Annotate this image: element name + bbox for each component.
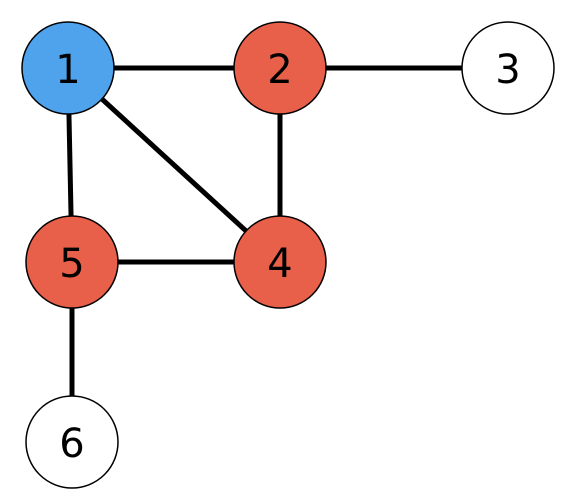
node-4: 4	[233, 215, 327, 309]
nodes-layer: 1 2 3 4 5 6	[21, 21, 555, 489]
node-label-1: 1	[55, 47, 80, 93]
node-1: 1	[21, 21, 115, 115]
node-2: 2	[233, 21, 327, 115]
node-6: 6	[25, 395, 119, 489]
node-5: 5	[25, 215, 119, 309]
node-circle-2	[233, 21, 327, 115]
node-label-6: 6	[59, 421, 84, 467]
node-circle-5	[25, 215, 119, 309]
node-label-3: 3	[495, 47, 520, 93]
node-label-2: 2	[267, 47, 292, 93]
node-circle-6	[25, 395, 119, 489]
node-3: 3	[461, 21, 555, 115]
node-circle-1	[21, 21, 115, 115]
node-circle-4	[233, 215, 327, 309]
node-label-5: 5	[59, 241, 84, 287]
node-circle-3	[461, 21, 555, 115]
edge-1-4	[65, 65, 283, 265]
node-label-4: 4	[267, 241, 292, 287]
